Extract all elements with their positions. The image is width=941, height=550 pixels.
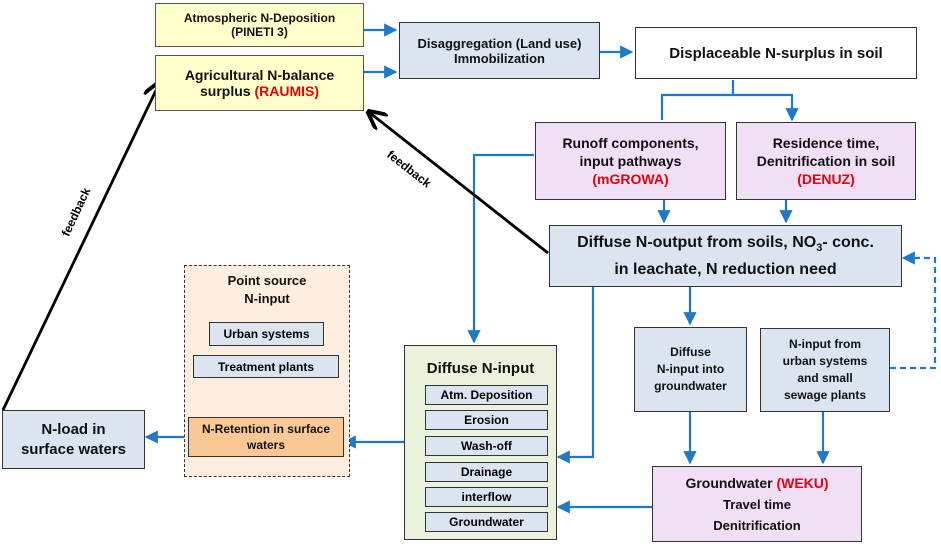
- diffuse-out-line2: in leachate, N reduction need: [614, 261, 837, 279]
- residence-line2: Denitrification in soil: [756, 153, 896, 169]
- residence-time-box: Residence time, Denitrification in soil …: [736, 122, 916, 200]
- diffuse-gw-line3: groundwater: [654, 379, 727, 393]
- treatment-plants-box: Treatment plants: [193, 355, 339, 378]
- model-denuz: (DENUZ): [797, 171, 855, 187]
- groundwater-weku-box: Groundwater (WEKU) Travel time Denitrifi…: [652, 466, 862, 542]
- groundwater-line3: Denitrification: [713, 517, 801, 533]
- groundwater-line1: Groundwater (WEKU): [685, 473, 828, 494]
- atmospheric-deposition-box: Atmospheric N-Deposition (PINETI 3): [155, 3, 364, 47]
- arrow-urban-to-diffuse-out-dashed: [890, 251, 937, 370]
- arrow-displaceable-split: [660, 80, 792, 120]
- diffuse-item-drainage: Drainage: [425, 462, 548, 482]
- atm-dep-line2: (PINETI 3): [231, 25, 288, 39]
- residence-line1: Residence time,: [772, 135, 880, 151]
- nload-line1: N-load in: [41, 420, 106, 438]
- diffuse-n-output-box: Diffuse N-output from soils, NO3- conc. …: [549, 225, 902, 287]
- model-weku: (WEKU): [776, 474, 829, 491]
- arrow-feedback-mid: [370, 113, 549, 255]
- agri-line2: surplus (RAUMIS): [200, 83, 319, 99]
- diffuse-item-atm-deposition: Atm. Deposition: [425, 385, 548, 405]
- arrow-diffuse-out-to-diffuse-in: [556, 287, 595, 464]
- displaceable-surplus-box: Displaceable N-surplus in soil: [635, 27, 917, 79]
- atm-dep-line1: Atmospheric N-Deposition: [183, 11, 336, 25]
- urban-input-line2: urban systems: [782, 354, 868, 368]
- diffuse-gw-input-box: Diffuse N-input into groundwater: [634, 327, 747, 412]
- diffuse-out-line1a: Diffuse N-output from soils, NO: [577, 233, 817, 251]
- n-load-box: N-load in surface waters: [2, 410, 145, 469]
- diffuse-item-interflow: interflow: [425, 487, 548, 507]
- arrow-runoff-to-diffuse-in: [467, 153, 534, 344]
- diffuse-out-line1: Diffuse N-output from soils, NO3- conc.: [577, 232, 874, 259]
- displaceable-text: Displaceable N-surplus in soil: [669, 44, 883, 62]
- diffuse-item-groundwater: Groundwater: [425, 512, 548, 532]
- disaggregation-box: Disaggregation (Land use) Immobilization: [399, 22, 600, 79]
- diffuse-n-input-title: Diffuse N-input: [426, 359, 535, 377]
- model-mgrowa: (mGROWA): [592, 171, 669, 187]
- urban-input-line1: N-input from: [789, 337, 861, 351]
- disagg-line2: Immobilization: [454, 50, 545, 66]
- agricultural-balance-box: Agricultural N-balance surplus (RAUMIS): [155, 55, 364, 111]
- runoff-components-box: Runoff components, input pathways (mGROW…: [535, 122, 726, 200]
- point-source-title2: N-input: [244, 291, 290, 306]
- nload-line2: surface waters: [20, 440, 127, 458]
- diffuse-out-line1b: - conc.: [822, 233, 874, 251]
- disagg-line1: Disaggregation (Land use): [417, 35, 582, 51]
- n-retention-box: N-Retention in surface waters: [188, 417, 344, 457]
- runoff-line2: input pathways: [579, 153, 682, 169]
- urban-systems-box: Urban systems: [209, 322, 324, 346]
- groundwater-title: Groundwater: [685, 474, 773, 491]
- arrow-feedback-left: [1, 84, 159, 411]
- diffuse-gw-line2: N-input into: [656, 362, 725, 376]
- agri-line1: Agricultural N-balance: [184, 67, 335, 83]
- groundwater-line2: Travel time: [723, 496, 791, 512]
- diffuse-gw-line1: Diffuse: [670, 345, 711, 359]
- urban-n-input-box: N-input from urban systems and small sew…: [760, 328, 890, 412]
- point-source-title1: Point source: [227, 273, 307, 288]
- diffuse-item-wash-off: Wash-off: [425, 436, 548, 456]
- point-source-title: Point source N-input: [184, 270, 350, 310]
- agri-line2a: surplus: [199, 83, 251, 99]
- no3-subscript: 3: [816, 242, 823, 255]
- urban-input-line3: and small: [797, 371, 853, 385]
- diffuse-item-erosion: Erosion: [425, 410, 548, 430]
- runoff-line1: Runoff components,: [562, 135, 699, 151]
- urban-input-line4: sewage plants: [783, 388, 867, 402]
- model-raumis: (RAUMIS): [254, 83, 319, 99]
